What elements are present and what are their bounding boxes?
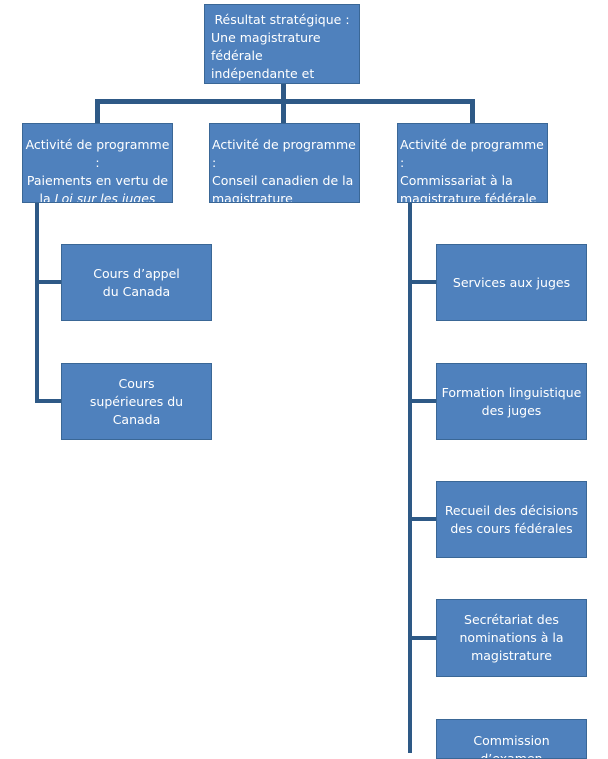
right-branch-2 (408, 399, 437, 403)
child-box-judges-services: Services aux juges (436, 244, 587, 321)
child-box-label: Commission d’examen (473, 733, 550, 759)
activity-box-commissioner: Activité de programme : Commissariat à l… (397, 123, 548, 203)
right-vertical-connector (408, 203, 412, 753)
right-branch-3 (408, 517, 437, 521)
activity-text: Commissariat à la magistrature fédérale (400, 173, 537, 203)
child-box-label: Secrétariat des nominations à la magistr… (459, 612, 564, 663)
child-box-label: Cours d’appel du Canada (93, 265, 180, 299)
strategic-outcome-box: Résultat stratégique : Une magistrature … (204, 4, 360, 84)
right-branch-1 (408, 280, 437, 284)
child-box-label: Formation linguistique des juges (441, 384, 582, 418)
child-box-federal-court-reports: Recueil des décisions des cours fédérale… (436, 481, 587, 558)
activity-label: Activité de programme : (25, 137, 170, 170)
strategic-outcome-title: Résultat stratégique : (214, 12, 350, 27)
child-box-language-training: Formation linguistique des juges (436, 363, 587, 440)
activity-line2: Paiements en vertu de (26, 173, 169, 188)
activity-text: Conseil canadien de la magistrature (212, 173, 354, 203)
child-box-appointments-secretariat: Secrétariat des nominations à la magistr… (436, 599, 587, 677)
left-branch-2 (35, 399, 62, 403)
child-box-superior-courts: Cours supérieures du Canada (61, 363, 212, 440)
left-branch-1 (35, 280, 62, 284)
left-drop-connector (95, 99, 100, 123)
child-box-label: Recueil des décisions des cours fédérale… (444, 502, 579, 536)
right-drop-connector (470, 99, 475, 123)
activity-line3: la Loi sur les juges (25, 190, 170, 203)
child-box-label: Cours supérieures du Canada (89, 375, 184, 427)
child-box-courts-of-appeal: Cours d’appel du Canada (61, 244, 212, 321)
activity-label: Activité de programme : (212, 137, 356, 170)
middle-drop-connector (281, 99, 286, 123)
right-branch-4 (408, 636, 437, 640)
activity-box-judicial-council: Activité de programme : Conseil canadien… (209, 123, 360, 203)
child-box-review-commission: Commission d’examen (436, 719, 587, 759)
activity-line3-act-title: Loi sur les juges (54, 191, 156, 203)
root-connector (281, 84, 286, 101)
child-box-label: Services aux juges (452, 274, 571, 290)
activity-label: Activité de programme : (400, 137, 544, 170)
left-vertical-connector (35, 203, 39, 403)
activity-line3-prefix: la (39, 191, 55, 203)
strategic-outcome-text: Une magistrature fédérale indépendante e… (211, 30, 321, 81)
activity-box-judges-act: Activité de programme : Paiements en ver… (22, 123, 173, 203)
